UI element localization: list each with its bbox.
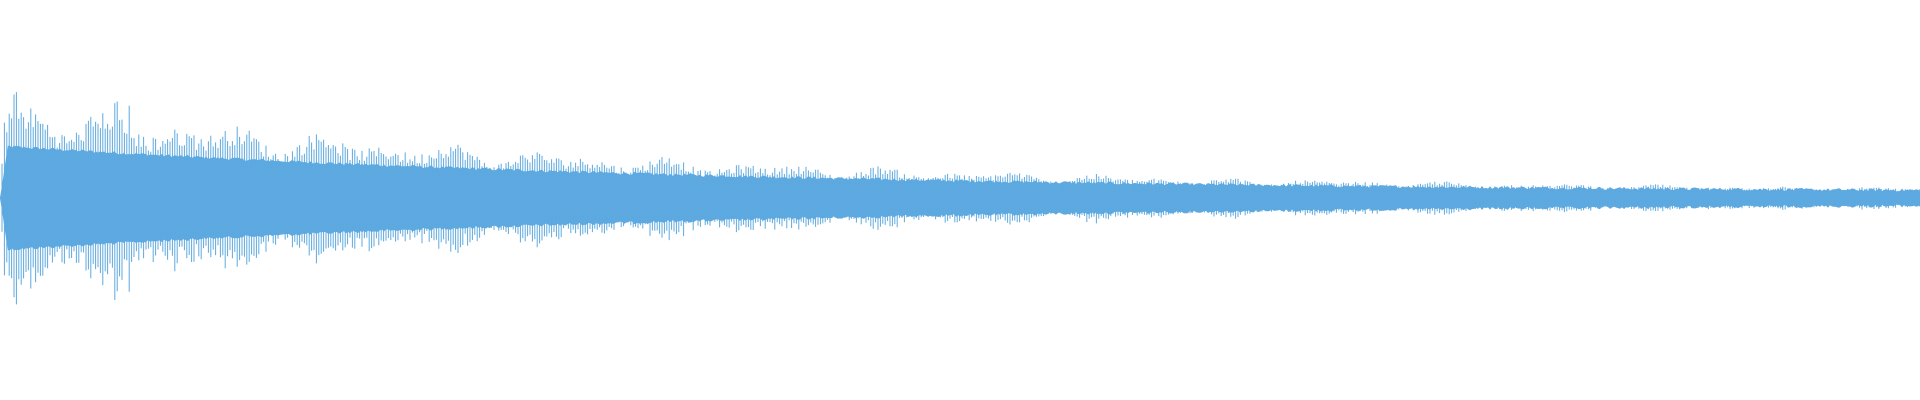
waveform-sample-lines <box>1 92 1920 305</box>
